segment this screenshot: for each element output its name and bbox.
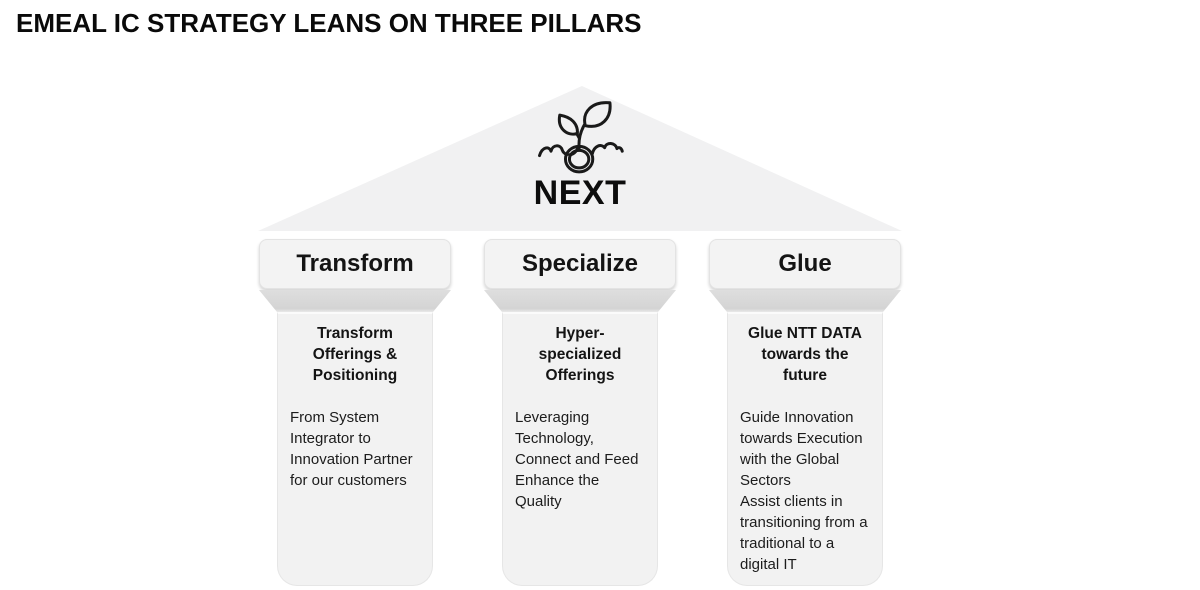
pillar-capital <box>259 290 451 312</box>
pillar-shaft-transform: Transform Offerings & Positioning From S… <box>277 312 433 586</box>
pillar-body: Guide Innovation towards Execution with … <box>740 407 870 575</box>
pillar-heading: Transform Offerings & Positioning <box>312 325 398 384</box>
roof-content: NEXT <box>258 86 902 231</box>
slide-title: EMEAL IC STRATEGY LEANS ON THREE PILLARS <box>16 8 642 38</box>
temple-diagram: NEXT Transform Transform Offerings & Pos… <box>258 86 902 588</box>
pillar-heading: Glue NTT DATA towards the future <box>748 325 862 384</box>
pillar-header-transform: Transform <box>259 239 451 289</box>
pillar-capital <box>484 290 676 312</box>
pillar-glue: Glue Glue NTT DATA towards the future Gu… <box>709 86 901 588</box>
pillar-body-paragraph: Assist clients in transitioning from a t… <box>740 493 868 573</box>
pillar-specialize: Specialize Hyper-specialized Offerings L… <box>484 86 676 588</box>
pillar-header-specialize: Specialize <box>484 239 676 289</box>
pillar-shaft-specialize: Hyper-specialized Offerings Leveraging T… <box>502 312 658 586</box>
pillar-shaft-glue: Glue NTT DATA towards the future Guide I… <box>727 312 883 586</box>
pillar-body-paragraph: Guide Innovation towards Execution with … <box>740 409 863 489</box>
pillar-heading: Hyper-specialized Offerings <box>538 325 622 384</box>
next-label: NEXT <box>533 174 627 212</box>
pillar-body-paragraph: Leveraging Technology, Connect and Feed … <box>515 409 639 510</box>
pillar-header-glue: Glue <box>709 239 901 289</box>
pillar-body: Leveraging Technology, Connect and Feed … <box>515 407 645 512</box>
pillar-transform: Transform Transform Offerings & Position… <box>259 86 451 588</box>
pillar-body-paragraph: From System Integrator to Innovation Par… <box>290 409 413 489</box>
sprout-icon <box>538 101 624 174</box>
pillar-capital <box>709 290 901 312</box>
pillar-body: From System Integrator to Innovation Par… <box>290 407 420 491</box>
